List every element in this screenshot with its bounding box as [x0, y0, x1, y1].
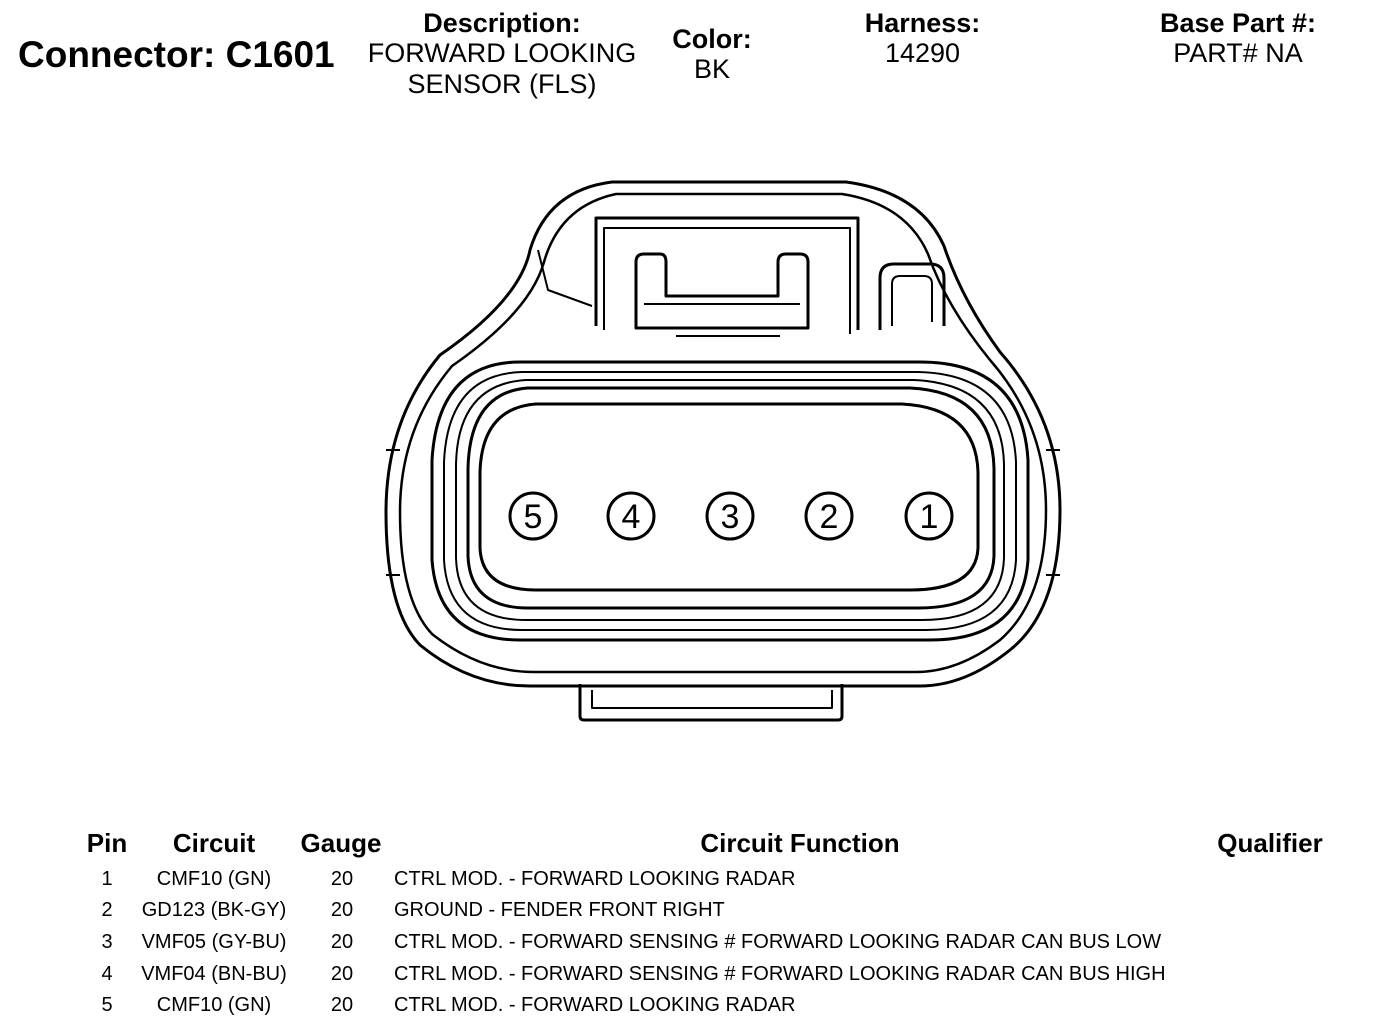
- pin-number: 1: [101, 868, 113, 890]
- pin-circles: 5 4 3 2 1: [508, 491, 954, 541]
- latch-post: [878, 262, 946, 330]
- column-header-circuit-function: Circuit Function: [700, 828, 900, 858]
- pin-label-4: 4: [622, 498, 641, 536]
- table-row: 1 CMF10 (GN) 20 CTRL MOD. - FORWARD LOOK…: [0, 868, 1376, 898]
- pin-number: 3: [101, 931, 113, 953]
- column-header-gauge: Gauge: [300, 828, 382, 858]
- circuit-function: CTRL MOD. - FORWARD SENSING # FORWARD LO…: [394, 963, 1166, 985]
- circuit-function: GROUND - FENDER FRONT RIGHT: [394, 899, 725, 921]
- bottom-latch-tab: [578, 684, 844, 722]
- color-value: BK: [693, 54, 731, 84]
- base-part-block: Base Part #: PART# NA: [1118, 8, 1358, 69]
- pin-cavity-2: [804, 491, 854, 541]
- circuit-id: CMF10 (GN): [156, 994, 272, 1016]
- pin-label-2: 2: [820, 498, 839, 536]
- description-line-1: FORWARD LOOKING: [367, 38, 637, 68]
- pin-label-1: 1: [920, 498, 939, 536]
- circuit-function: CTRL MOD. - FORWARD SENSING # FORWARD LO…: [394, 931, 1162, 953]
- key-slot: [594, 216, 860, 334]
- harness-value: 14290: [884, 38, 961, 68]
- connector-title: Connector: C1601: [18, 34, 335, 75]
- locking-latch: [634, 252, 810, 337]
- table-row: 4 VMF04 (BN-BU) 20 CTRL MOD. - FORWARD S…: [0, 963, 1376, 993]
- color-label: Color:: [672, 24, 752, 54]
- column-header-qualifier: Qualifier: [1217, 828, 1323, 858]
- wire-gauge: 20: [330, 868, 354, 890]
- pin-label-3: 3: [721, 498, 740, 536]
- circuit-id: VMF05 (GY-BU): [141, 931, 287, 953]
- description-block: Description: FORWARD LOOKING SENSOR (FLS…: [352, 8, 652, 100]
- description-line-2: SENSOR (FLS): [407, 69, 597, 99]
- wire-gauge: 20: [330, 899, 354, 921]
- pin-cavity-4: [606, 491, 656, 541]
- color-block: Color: BK: [652, 24, 772, 85]
- description-label: Description:: [423, 8, 581, 38]
- pin-number: 2: [101, 899, 113, 921]
- table-row: 2 GD123 (BK-GY) 20 GROUND - FENDER FRONT…: [0, 899, 1376, 929]
- wire-gauge: 20: [330, 994, 354, 1016]
- circuit-function: CTRL MOD. - FORWARD LOOKING RADAR: [394, 994, 796, 1016]
- circuit-id: CMF10 (GN): [156, 868, 272, 890]
- pin-label-5: 5: [524, 498, 543, 536]
- harness-block: Harness: 14290: [820, 8, 1025, 69]
- pin-cavity-5: [508, 491, 558, 541]
- pin-cavity-3: [705, 491, 755, 541]
- harness-label: Harness:: [864, 8, 981, 38]
- circuit-id: GD123 (BK-GY): [141, 899, 287, 921]
- circuit-id: VMF04 (BN-BU): [141, 963, 287, 985]
- pin-number: 5: [101, 994, 113, 1016]
- column-header-circuit: Circuit: [172, 828, 256, 858]
- circuit-function: CTRL MOD. - FORWARD LOOKING RADAR: [394, 868, 796, 890]
- pin-cavity-1: [904, 491, 954, 541]
- table-row: 5 CMF10 (GN) 20 CTRL MOD. - FORWARD LOOK…: [0, 994, 1376, 1024]
- wire-gauge: 20: [330, 963, 354, 985]
- connector-housing: [384, 180, 1062, 688]
- base-part-label: Base Part #:: [1159, 8, 1317, 38]
- terminal-cavity-shroud: [430, 360, 1030, 642]
- wire-gauge: 20: [330, 931, 354, 953]
- pin-number: 4: [101, 963, 113, 985]
- column-header-pin: Pin: [86, 828, 128, 858]
- base-part-value: PART# NA: [1173, 38, 1303, 68]
- table-row: 3 VMF05 (GY-BU) 20 CTRL MOD. - FORWARD S…: [0, 931, 1376, 961]
